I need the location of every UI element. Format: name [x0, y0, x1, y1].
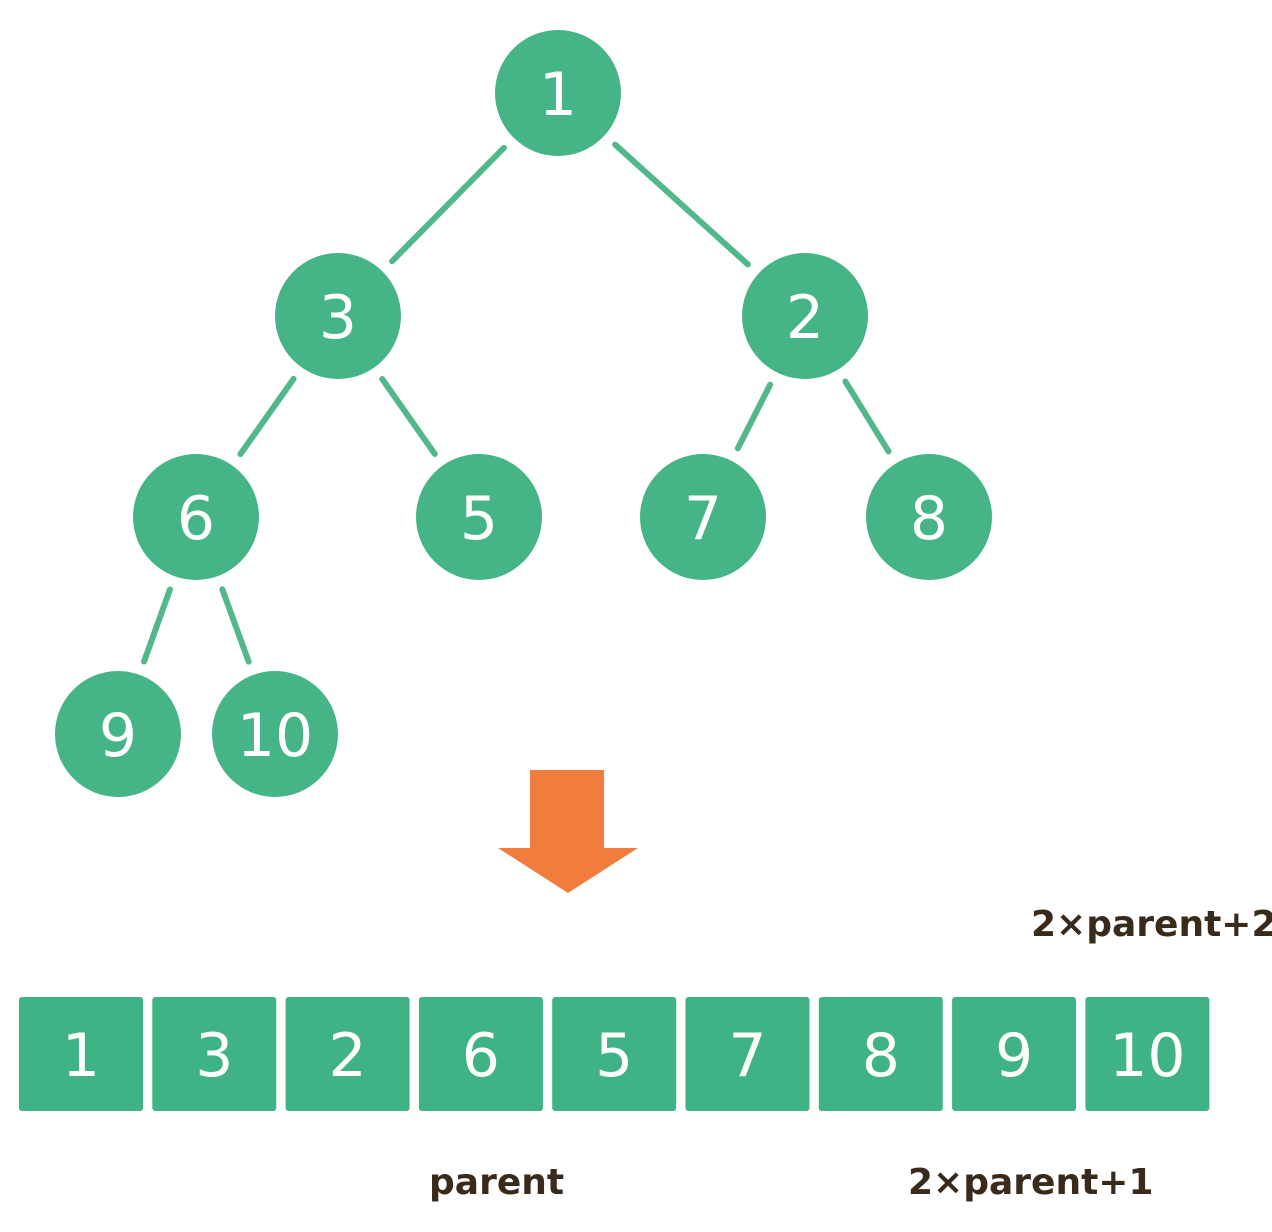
array-cell-box [285, 997, 410, 1111]
array-cell-value: 5 [595, 1021, 633, 1091]
tree-node-label: 3 [319, 283, 357, 353]
tree-node: 6 [133, 454, 259, 580]
tree-node-circle [495, 30, 621, 156]
array-cell-value: 10 [1109, 1021, 1185, 1091]
tree-node-circle [742, 253, 868, 379]
tree-edge [734, 381, 774, 452]
tree-node-circle [133, 454, 259, 580]
array-cell: 1 [19, 997, 143, 1111]
array-cell: 9 [952, 997, 1077, 1111]
array-cells: 1 3 2 6 5 7 8 9 10 [19, 997, 1210, 1111]
tree-node: 5 [416, 454, 542, 580]
right-child-label: 2×parent+2 [1031, 904, 1272, 945]
array-cell-value: 1 [62, 1021, 100, 1091]
array-cell: 2 [285, 997, 410, 1111]
array-cell-value: 7 [728, 1021, 766, 1091]
array-cell-box [418, 997, 543, 1111]
array-cell-box [552, 997, 677, 1111]
tree-node-label: 9 [99, 701, 137, 771]
tree-edge [379, 376, 438, 457]
tree-node-label: 10 [237, 701, 313, 771]
tree-node-label: 7 [684, 484, 722, 554]
tree-node: 2 [742, 253, 868, 379]
array-cell-value: 8 [862, 1021, 900, 1091]
tree-node-circle [416, 454, 542, 580]
tree-node-label: 5 [460, 484, 498, 554]
tree-node-label: 1 [539, 60, 577, 130]
tree-edge [842, 378, 892, 455]
array-cell-value: 2 [329, 1021, 367, 1091]
array-cell-box [685, 997, 810, 1111]
tree-edges [141, 141, 892, 665]
tree-node: 9 [55, 671, 181, 797]
tree-node-circle [55, 671, 181, 797]
tree-node-circle [866, 454, 992, 580]
tree-node-circle [640, 454, 766, 580]
array-cell-box [952, 997, 1077, 1111]
array-cell-value: 9 [995, 1021, 1033, 1091]
tree-edge [612, 141, 751, 268]
tree-node: 3 [275, 253, 401, 379]
array-cell: 8 [818, 997, 943, 1111]
array-cell-box [19, 997, 143, 1111]
left-child-label: 2×parent+1 [908, 1162, 1154, 1203]
array-cell-value: 6 [462, 1021, 500, 1091]
tree-edge [219, 586, 252, 665]
array-cell-box [1085, 997, 1210, 1111]
tree-edge [237, 375, 297, 458]
parent-label: parent [429, 1162, 564, 1203]
array-cell-box [818, 997, 943, 1111]
tree-node-label: 8 [910, 484, 948, 554]
tree-edge [389, 144, 507, 265]
tree-node-circle [212, 671, 338, 797]
array-cell: 10 [1085, 997, 1210, 1111]
array-cell: 5 [552, 997, 677, 1111]
tree-edge [141, 586, 173, 665]
array-cell-box [152, 997, 277, 1111]
tree-node: 7 [640, 454, 766, 580]
tree-nodes: 1 3 2 6 5 7 8 9 10 [55, 30, 992, 797]
array-cell-value: 3 [195, 1021, 233, 1091]
tree-node-label: 6 [177, 484, 215, 554]
down-arrow-icon [498, 770, 638, 893]
array-cell: 6 [418, 997, 543, 1111]
array-cell: 7 [685, 997, 810, 1111]
tree-node-label: 2 [786, 283, 824, 353]
array-cell: 3 [152, 997, 277, 1111]
tree-node: 10 [212, 671, 338, 797]
tree-node-circle [275, 253, 401, 379]
tree-node: 1 [495, 30, 621, 156]
tree-node: 8 [866, 454, 992, 580]
